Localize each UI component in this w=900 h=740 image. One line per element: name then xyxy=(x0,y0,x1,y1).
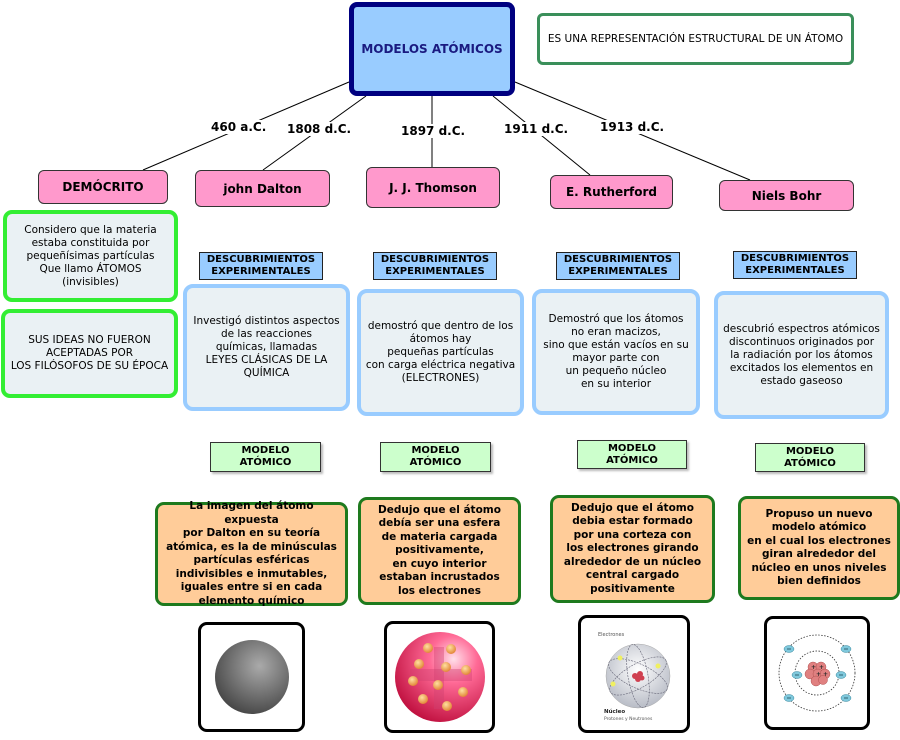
model-box-bohr[interactable]: Propuso un nuevo modelo atómico en el cu… xyxy=(738,496,900,600)
person-label: Niels Bohr xyxy=(751,188,822,203)
definition-box[interactable]: ES UNA REPRESENTACIÓN ESTRUCTURAL DE UN … xyxy=(537,13,854,65)
discoveries-label-bohr: DESCUBRIMIENTOS EXPERIMENTALES xyxy=(733,251,857,279)
person-label: J. J. Thomson xyxy=(389,180,477,195)
model-text: Propuso un nuevo modelo atómico en el cu… xyxy=(747,507,891,588)
discovery-text: Investigó distintos aspectos de las reac… xyxy=(193,315,340,379)
plum-pudding-atom-icon xyxy=(394,632,485,722)
model-box-thomson[interactable]: Dedujo que el átomo debía ser una esfera… xyxy=(358,497,521,605)
model-text: Dedujo que el átomo debía ser una esfera… xyxy=(378,503,501,597)
rutherford-atom-image: Electrones Núcleo Protones y Neutrones xyxy=(578,615,690,733)
person-label: DEMÓCRITO xyxy=(62,180,144,194)
model-label-rutherford: MODELO ATÓMICO xyxy=(577,440,687,469)
person-bohr[interactable]: Niels Bohr xyxy=(719,180,854,211)
model-box-dalton[interactable]: La imagen del átomo expuesta por Dalton … xyxy=(155,500,348,607)
person-label: john Dalton xyxy=(223,181,302,196)
person-thomson[interactable]: J. J. Thomson xyxy=(366,167,500,208)
svg-text:+: + xyxy=(823,671,828,678)
model-text: Dedujo que el átomo debia estar formado … xyxy=(563,501,702,595)
discovery-text: demostró que dentro de los átomos hay pe… xyxy=(365,320,516,384)
democrito-note-box[interactable]: SUS IDEAS NO FUERON ACEPTADAS POR LOS FI… xyxy=(1,309,178,398)
thomson-atom-image xyxy=(384,621,495,733)
dalton-atom-image xyxy=(198,622,305,732)
nuclear-atom-icon: Electrones Núcleo Protones y Neutrones xyxy=(598,632,671,722)
model-label-dalton: MODELO ATÓMICO xyxy=(210,442,321,472)
model-label-bohr: MODELO ATÓMICO xyxy=(755,443,865,472)
date-bohr: 1913 d.C. xyxy=(599,120,666,134)
person-democrito[interactable]: DEMÓCRITO xyxy=(38,170,168,204)
svg-text:+: + xyxy=(816,671,821,678)
discoveries-label-rutherford: DESCUBRIMIENTOS EXPERIMENTALES xyxy=(556,252,680,280)
date-rutherford: 1911 d.C. xyxy=(503,122,570,136)
bohr-atom-icon: ++++ xyxy=(778,634,856,712)
date-thomson: 1897 d.C. xyxy=(400,124,467,138)
bohr-atom-image: ++++ xyxy=(764,616,870,730)
model-label-thomson: MODELO ATÓMICO xyxy=(380,442,491,472)
nucleus-label: Núcleo xyxy=(604,708,625,715)
democrito-idea-box[interactable]: Considero que la materia estaba constitu… xyxy=(3,210,178,302)
person-rutherford[interactable]: E. Rutherford xyxy=(550,175,673,209)
discovery-box-thomson[interactable]: demostró que dentro de los átomos hay pe… xyxy=(357,289,524,416)
person-dalton[interactable]: john Dalton xyxy=(195,170,330,207)
discovery-text: Demostró que los átomos no eran macizos,… xyxy=(543,313,689,390)
discovery-box-rutherford[interactable]: Demostró que los átomos no eran macizos,… xyxy=(532,289,700,415)
root-node[interactable]: MODELOS ATÓMICOS xyxy=(349,2,515,96)
democrito-idea-text: Considero que la materia estaba constitu… xyxy=(24,223,157,288)
solid-sphere-atom-icon xyxy=(214,640,289,714)
democrito-note-text: SUS IDEAS NO FUERON ACEPTADAS POR LOS FI… xyxy=(10,334,169,372)
date-democrito: 460 a.C. xyxy=(210,120,268,134)
nucleus-sub-label: Protones y Neutrones xyxy=(604,716,653,722)
discoveries-label-dalton: DESCUBRIMIENTOS EXPERIMENTALES xyxy=(199,252,323,280)
svg-text:+: + xyxy=(819,664,824,671)
model-box-rutherford[interactable]: Dedujo que el átomo debia estar formado … xyxy=(550,495,715,603)
date-dalton: 1808 d.C. xyxy=(286,122,353,136)
svg-text:+: + xyxy=(811,664,816,671)
discovery-box-bohr[interactable]: descubrió espectros atómicos discontinuo… xyxy=(714,291,889,419)
definition-text: ES UNA REPRESENTACIÓN ESTRUCTURAL DE UN … xyxy=(547,33,844,45)
electrons-label: Electrones xyxy=(598,632,625,638)
root-title: MODELOS ATÓMICOS xyxy=(361,42,503,56)
discovery-box-dalton[interactable]: Investigó distintos aspectos de las reac… xyxy=(183,284,350,411)
discoveries-label-thomson: DESCUBRIMIENTOS EXPERIMENTALES xyxy=(373,252,497,280)
model-text: La imagen del átomo expuesta por Dalton … xyxy=(166,500,337,607)
discovery-text: descubrió espectros atómicos discontinuo… xyxy=(723,322,880,387)
person-label: E. Rutherford xyxy=(565,185,658,199)
